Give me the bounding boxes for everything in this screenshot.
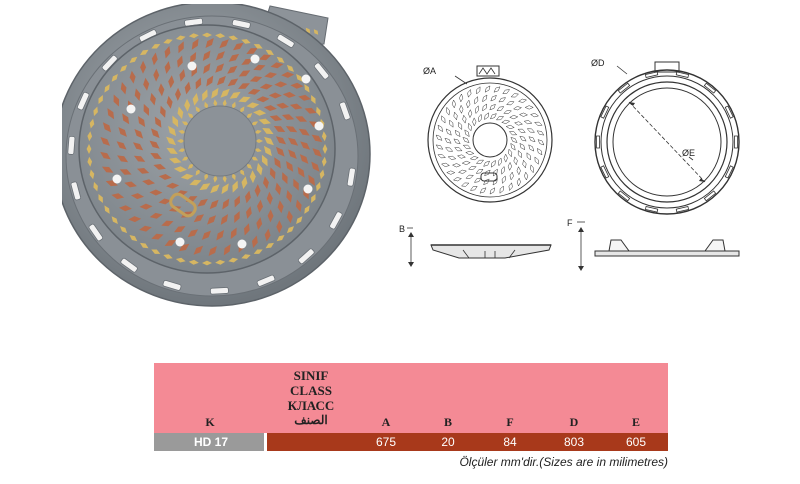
spec-table: K SINIF CLASS КЛАСС الصنف A B F D E HD 1…: [154, 363, 668, 469]
header-k: K: [205, 415, 215, 429]
class-label-ru: КЛАСС: [287, 398, 335, 413]
lift-handle-icon: [169, 192, 197, 218]
label-diameter-e: ØE: [682, 148, 695, 158]
header-b: B: [443, 415, 452, 429]
frame-side-view: [577, 221, 740, 271]
value-f: 84: [503, 435, 517, 449]
data-cell: 675 20 84 803 605: [267, 433, 668, 451]
label-diameter-d: ØD: [591, 58, 605, 68]
label-height-f: F: [567, 218, 573, 228]
center-disk: [183, 105, 257, 177]
value-a: 675: [375, 435, 397, 449]
spec-header: K SINIF CLASS КЛАСС الصنف A B F D E: [154, 363, 668, 433]
units-note: Ölçüler mm'dir.(Sizes are in milimetres): [459, 455, 668, 469]
technical-drawings: ØA ØD ØE B F: [399, 58, 740, 271]
table-row: HD 17 675 20 84 803 605: [154, 433, 668, 451]
value-b: 20: [441, 435, 455, 449]
model-cell: HD 17: [154, 433, 264, 451]
label-diameter-a: ØA: [423, 66, 436, 76]
lid-side-view: [407, 227, 552, 267]
header-class: SINIF CLASS КЛАСС الصنف: [266, 368, 356, 428]
header-a: A: [381, 415, 391, 429]
label-height-b: B: [399, 224, 405, 234]
header-f: F: [506, 415, 514, 429]
class-label-ar: الصنف: [294, 413, 328, 427]
manhole-cover-photo: [62, 4, 371, 307]
frame-top-view: [594, 61, 740, 215]
header-d: D: [569, 415, 579, 429]
class-label-en: CLASS: [290, 383, 332, 398]
header-e: E: [631, 415, 640, 429]
value-e: 605: [625, 435, 647, 449]
class-label-tr: SINIF: [293, 368, 329, 383]
lid-top-view: [427, 65, 553, 203]
value-d: 803: [563, 435, 585, 449]
